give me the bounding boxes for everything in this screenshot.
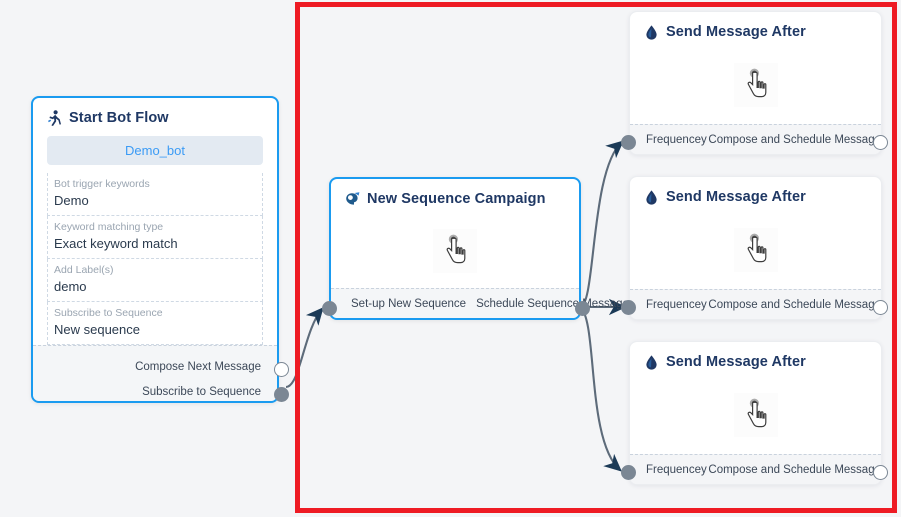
wire-sequence-to-message-3 <box>579 306 622 472</box>
running-person-icon <box>47 110 62 126</box>
field-add-labels[interactable]: Add Label(s) demo <box>47 259 263 302</box>
start-bot-flow-body: Demo_bot Bot trigger keywords Demo Keywo… <box>33 132 277 345</box>
port-in-setup-new-sequence[interactable] <box>322 301 337 316</box>
start-bot-flow-footer: Compose Next Message Subscribe to Sequen… <box>33 345 289 404</box>
port-label: Compose Next Message <box>135 360 261 373</box>
port-out-compose-next-message[interactable] <box>274 362 289 377</box>
node-title-text: Send Message After <box>666 189 806 205</box>
water-drop-icon <box>644 24 659 40</box>
field-bot-trigger-keywords[interactable]: Bot trigger keywords Demo <box>47 173 263 216</box>
node-title-send-message-after: Send Message After <box>630 177 881 211</box>
node-title-start-bot-flow: Start Bot Flow <box>33 98 277 132</box>
field-label: Add Label(s) <box>54 264 114 276</box>
field-keyword-matching-type[interactable]: Keyword matching type Exact keyword matc… <box>47 216 263 259</box>
field-value: New sequence <box>54 322 140 337</box>
node-title-text: Send Message After <box>666 24 806 40</box>
send-message-after-body <box>630 211 881 289</box>
port-row-message-ports[interactable]: Frequencey Compose and Schedule Message <box>630 290 881 320</box>
pointing-hand-cursor-icon <box>733 63 778 107</box>
send-message-after-body <box>630 46 881 124</box>
port-row-message-ports[interactable]: Frequencey Compose and Schedule Message <box>630 125 881 155</box>
send-message-after-body <box>630 376 881 454</box>
port-in-frequencey[interactable] <box>621 465 636 480</box>
port-row-compose-next-message[interactable]: Compose Next Message <box>33 354 277 379</box>
send-message-after-footer: Frequencey Compose and Schedule Message <box>630 289 881 319</box>
port-label-compose-and-schedule-message: Compose and Schedule Message <box>708 464 881 476</box>
field-value: Exact keyword match <box>54 236 178 251</box>
send-message-after-footer: Frequencey Compose and Schedule Message <box>630 124 881 154</box>
field-label: Subscribe to Sequence <box>54 307 163 319</box>
port-out-compose-and-schedule-message[interactable] <box>873 300 888 315</box>
node-title-send-message-after: Send Message After <box>630 12 881 46</box>
node-send-message-after-1[interactable]: Send Message After Frequencey Compose an… <box>621 11 888 155</box>
wire-start-to-sequence <box>285 307 324 389</box>
water-drop-icon <box>644 354 659 370</box>
port-in-frequencey[interactable] <box>621 300 636 315</box>
node-title-new-sequence-campaign: New Sequence Campaign <box>331 179 579 213</box>
bot-selector-pill[interactable]: Demo_bot <box>47 136 263 165</box>
port-row-sequence-inline[interactable]: Set-up New Sequence Schedule Sequence Me… <box>331 289 629 319</box>
port-label-frequencey: Frequencey <box>646 464 707 476</box>
port-row-subscribe-to-sequence[interactable]: Subscribe to Sequence <box>33 379 277 404</box>
node-send-message-after-3[interactable]: Send Message After Frequencey Compose an… <box>621 341 888 485</box>
port-label-frequencey: Frequencey <box>646 299 707 311</box>
port-out-subscribe-to-sequence[interactable] <box>274 387 289 402</box>
pointing-hand-cursor-icon <box>733 393 778 437</box>
node-title-text: Start Bot Flow <box>69 110 169 126</box>
wire-sequence-to-message-1 <box>579 140 624 309</box>
field-label: Keyword matching type <box>54 221 164 233</box>
new-sequence-campaign-body <box>331 213 579 288</box>
node-title-text: Send Message After <box>666 354 806 370</box>
port-label-frequencey: Frequencey <box>646 134 707 146</box>
port-out-compose-and-schedule-message[interactable] <box>873 135 888 150</box>
pointing-hand-cursor-icon <box>433 228 477 273</box>
field-value: demo <box>54 279 87 294</box>
port-label-schedule-sequence-message: Schedule Sequence Message <box>476 298 629 310</box>
port-out-compose-and-schedule-message[interactable] <box>873 465 888 480</box>
node-title-text: New Sequence Campaign <box>367 191 546 207</box>
send-message-after-footer: Frequencey Compose and Schedule Message <box>630 454 881 484</box>
port-label-compose-and-schedule-message: Compose and Schedule Message <box>708 134 881 146</box>
port-in-frequencey[interactable] <box>621 135 636 150</box>
field-value: Demo <box>54 193 89 208</box>
node-start-bot-flow[interactable]: Start Bot Flow Demo_bot Bot trigger keyw… <box>31 96 289 404</box>
field-subscribe-to-sequence[interactable]: Subscribe to Sequence New sequence <box>47 302 263 345</box>
water-drop-icon <box>644 189 659 205</box>
port-label: Subscribe to Sequence <box>142 385 261 398</box>
port-label-setup-new-sequence: Set-up New Sequence <box>351 298 467 310</box>
port-label-compose-and-schedule-message: Compose and Schedule Message <box>708 299 881 311</box>
new-sequence-campaign-footer: Set-up New Sequence Schedule Sequence Me… <box>331 288 629 319</box>
port-out-schedule-sequence-message[interactable] <box>575 301 590 316</box>
node-title-send-message-after: Send Message After <box>630 342 881 376</box>
node-send-message-after-2[interactable]: Send Message After Frequencey Compose an… <box>621 176 888 320</box>
node-new-sequence-campaign[interactable]: New Sequence Campaign Set-up New Sequenc… <box>322 177 629 320</box>
megaphone-icon <box>345 191 360 207</box>
field-label: Bot trigger keywords <box>54 178 150 190</box>
port-row-message-ports[interactable]: Frequencey Compose and Schedule Message <box>630 455 881 485</box>
pointing-hand-cursor-icon <box>733 228 778 272</box>
